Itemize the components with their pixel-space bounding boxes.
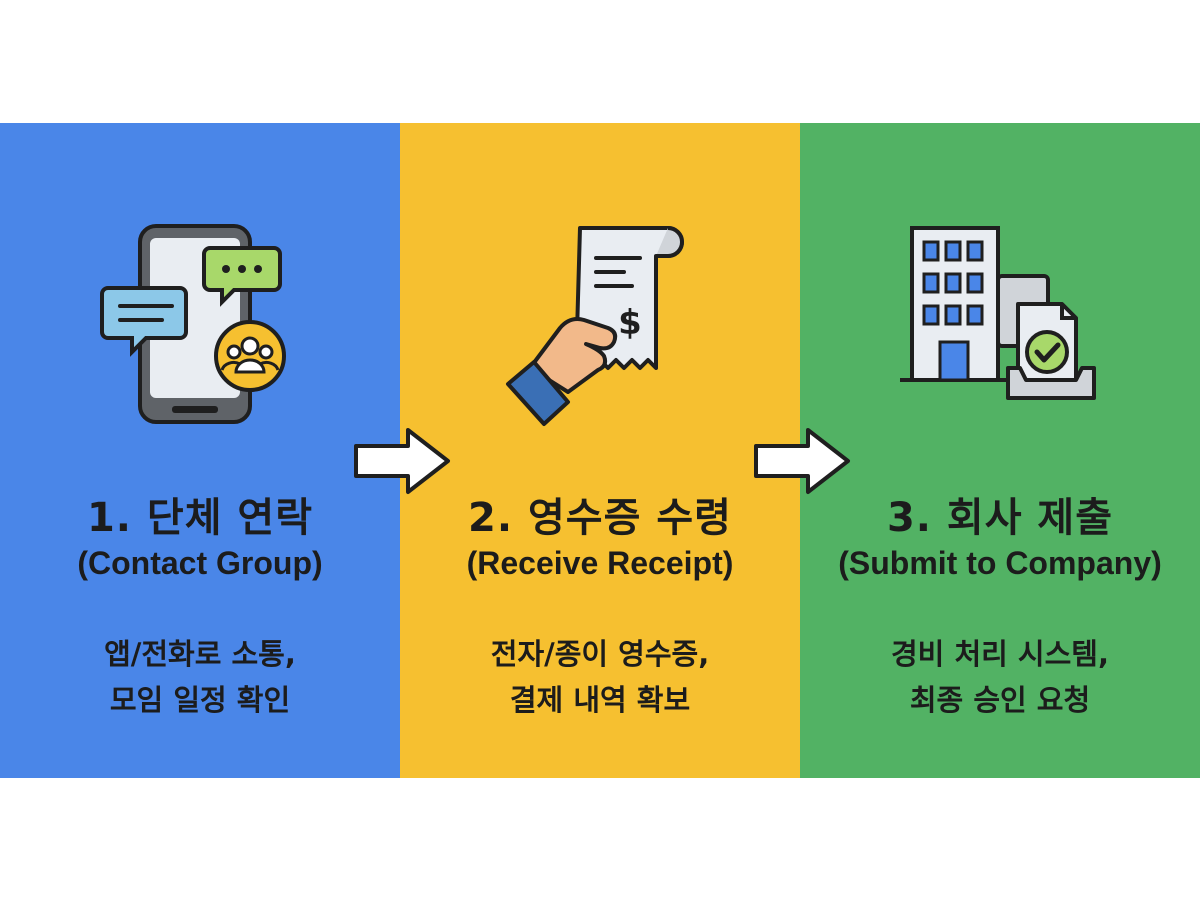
smartphone-chat-group-icon	[100, 218, 300, 438]
step-panel-receive-receipt: $ 2. 영수증 수령 (Receive Receipt) 전자/종이 영수증,…	[400, 123, 800, 778]
right-arrow-icon	[352, 426, 452, 496]
step-subtitle: (Contact Group)	[77, 545, 323, 581]
step-panel-submit-to-company: 3. 회사 제출 (Submit to Company) 경비 처리 시스템, …	[800, 123, 1200, 778]
office-building-document-approval-icon	[900, 218, 1100, 438]
step-title: 3. 회사 제출	[886, 495, 1114, 541]
step-title: 1. 단체 연락	[86, 495, 314, 541]
step-description-line-1: 앱/전화로 소통,	[104, 637, 296, 671]
step-title: 2. 영수증 수령	[468, 495, 732, 541]
step-description-line-2: 최종 승인 요청	[909, 683, 1091, 717]
step-panel-contact-group: 1. 단체 연락 (Contact Group) 앱/전화로 소통, 모임 일정…	[0, 123, 400, 778]
right-arrow-icon	[752, 426, 852, 496]
step-description-line-2: 모임 일정 확인	[109, 683, 291, 717]
hand-holding-receipt-icon: $	[500, 218, 700, 438]
process-flow: 1. 단체 연락 (Contact Group) 앱/전화로 소통, 모임 일정…	[0, 123, 1200, 778]
step-description-line-2: 결제 내역 확보	[509, 683, 691, 717]
step-subtitle: (Submit to Company)	[838, 545, 1162, 581]
svg-text:$: $	[618, 303, 642, 343]
step-subtitle: (Receive Receipt)	[466, 545, 734, 581]
step-description-line-1: 경비 처리 시스템,	[891, 637, 1109, 671]
step-description-line-1: 전자/종이 영수증,	[490, 637, 710, 671]
